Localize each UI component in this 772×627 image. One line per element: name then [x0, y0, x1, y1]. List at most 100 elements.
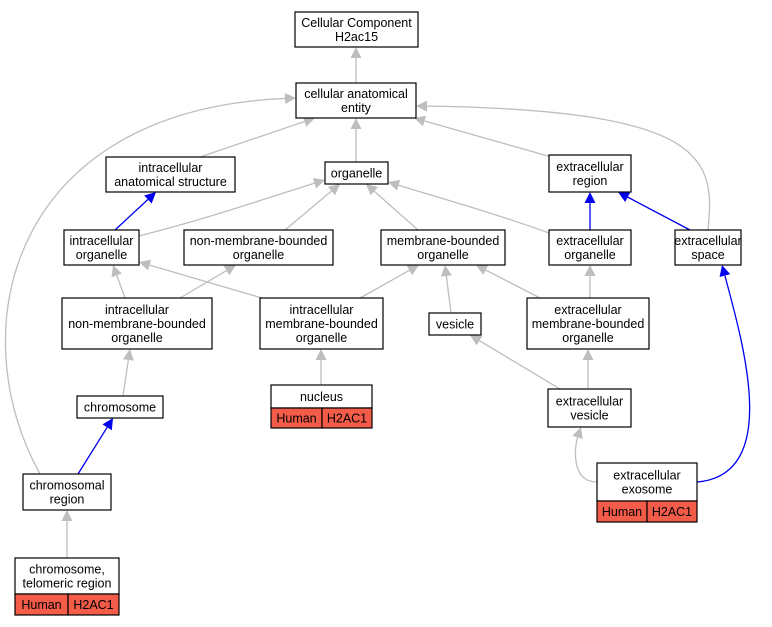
edge-line: [149, 264, 263, 299]
node-label: entity: [341, 101, 372, 115]
node-label: exosome: [622, 483, 673, 497]
node-label: H2ac15: [335, 30, 378, 44]
node-box: [76, 395, 164, 419]
node-label: organelle: [233, 248, 284, 262]
edge-line: [114, 199, 149, 231]
edge-ves-to-mbo: [440, 265, 452, 314]
node-box: [526, 297, 650, 350]
node-box: [14, 557, 120, 595]
node-label: chromosome,: [29, 563, 105, 577]
node-box: [295, 82, 417, 119]
edge-line: [4, 97, 286, 475]
node-box: [674, 229, 742, 266]
arrowhead: [440, 265, 452, 277]
node-label: intracellular: [139, 161, 203, 175]
node-box: [548, 229, 632, 266]
arrowhead: [328, 184, 340, 196]
node-label: non-membrane-bounded: [190, 234, 328, 248]
edge-exo-to-ecv: [572, 427, 598, 483]
edge-line: [479, 340, 561, 390]
arrowhead: [350, 118, 362, 129]
edge-chrr-to-cae: [4, 92, 296, 475]
node-box: [105, 156, 236, 193]
edge-embo-to-eco: [584, 265, 596, 298]
edge-exo-to-ecs: [696, 265, 751, 483]
edge-imbo-to-mbo: [359, 265, 419, 299]
arrowhead: [223, 265, 236, 276]
node-label: extracellular: [674, 234, 741, 248]
arrowhead: [406, 265, 419, 276]
arrowhead: [388, 179, 401, 191]
edge-line: [138, 182, 315, 237]
node-label: extracellular: [556, 395, 623, 409]
node-box: [596, 462, 698, 502]
gene-cell: [67, 593, 120, 616]
node-label: chromosome: [84, 401, 156, 415]
node-ves[interactable]: vesicle: [428, 312, 482, 336]
node-label: organelle: [564, 248, 615, 262]
node-label: membrane-bounded: [532, 317, 645, 331]
species-label: Human: [276, 412, 316, 426]
node-label: region: [573, 174, 608, 188]
arrowhead: [618, 192, 631, 202]
edge-line: [359, 269, 410, 299]
arrowhead: [111, 265, 122, 278]
edge-ecr-to-cae: [414, 115, 556, 159]
node-box: [259, 297, 384, 350]
edge-ias-to-cae: [199, 116, 315, 158]
edge-ecs-to-ecr: [618, 192, 691, 231]
edge-line: [424, 120, 556, 159]
edge-inmbo-to-nmbo: [179, 265, 236, 299]
edge-org-to-cae: [350, 118, 362, 162]
node-inmbo[interactable]: intracellularnon-membrane-boundedorganel…: [61, 297, 213, 350]
edges-layer: [4, 47, 751, 558]
node-box: [61, 297, 213, 350]
edge-line: [116, 275, 126, 299]
arrowhead: [312, 177, 325, 189]
arrowhead: [470, 335, 483, 346]
node-label: membrane-bounded: [387, 234, 500, 248]
node-label: extracellular: [613, 469, 680, 483]
node-label: membrane-bounded: [265, 317, 378, 331]
edge-imbo-to-io: [139, 259, 263, 299]
edge-chrr-to-chr: [77, 418, 113, 475]
arrowhead: [284, 92, 296, 104]
edge-ecv-to-embo: [582, 349, 594, 389]
edge-line: [574, 437, 598, 483]
edge-ecs-to-cae: [416, 100, 711, 231]
arrowhead: [302, 116, 315, 127]
node-box: [63, 229, 140, 266]
arrowhead: [719, 265, 731, 278]
node-label: anatomical structure: [114, 175, 227, 189]
node-label: extracellular: [554, 303, 621, 317]
edge-tel-to-chrr: [61, 510, 73, 558]
arrowhead: [122, 349, 134, 361]
edge-line: [122, 359, 130, 397]
edge-line: [398, 184, 550, 234]
node-chr[interactable]: chromosome: [76, 395, 164, 419]
node-label: organelle: [76, 248, 127, 262]
node-org[interactable]: organelle: [324, 161, 389, 185]
arrowhead: [350, 47, 362, 58]
arrowhead: [144, 192, 156, 204]
node-label: telomeric region: [23, 577, 112, 591]
node-label: organelle: [562, 331, 613, 345]
